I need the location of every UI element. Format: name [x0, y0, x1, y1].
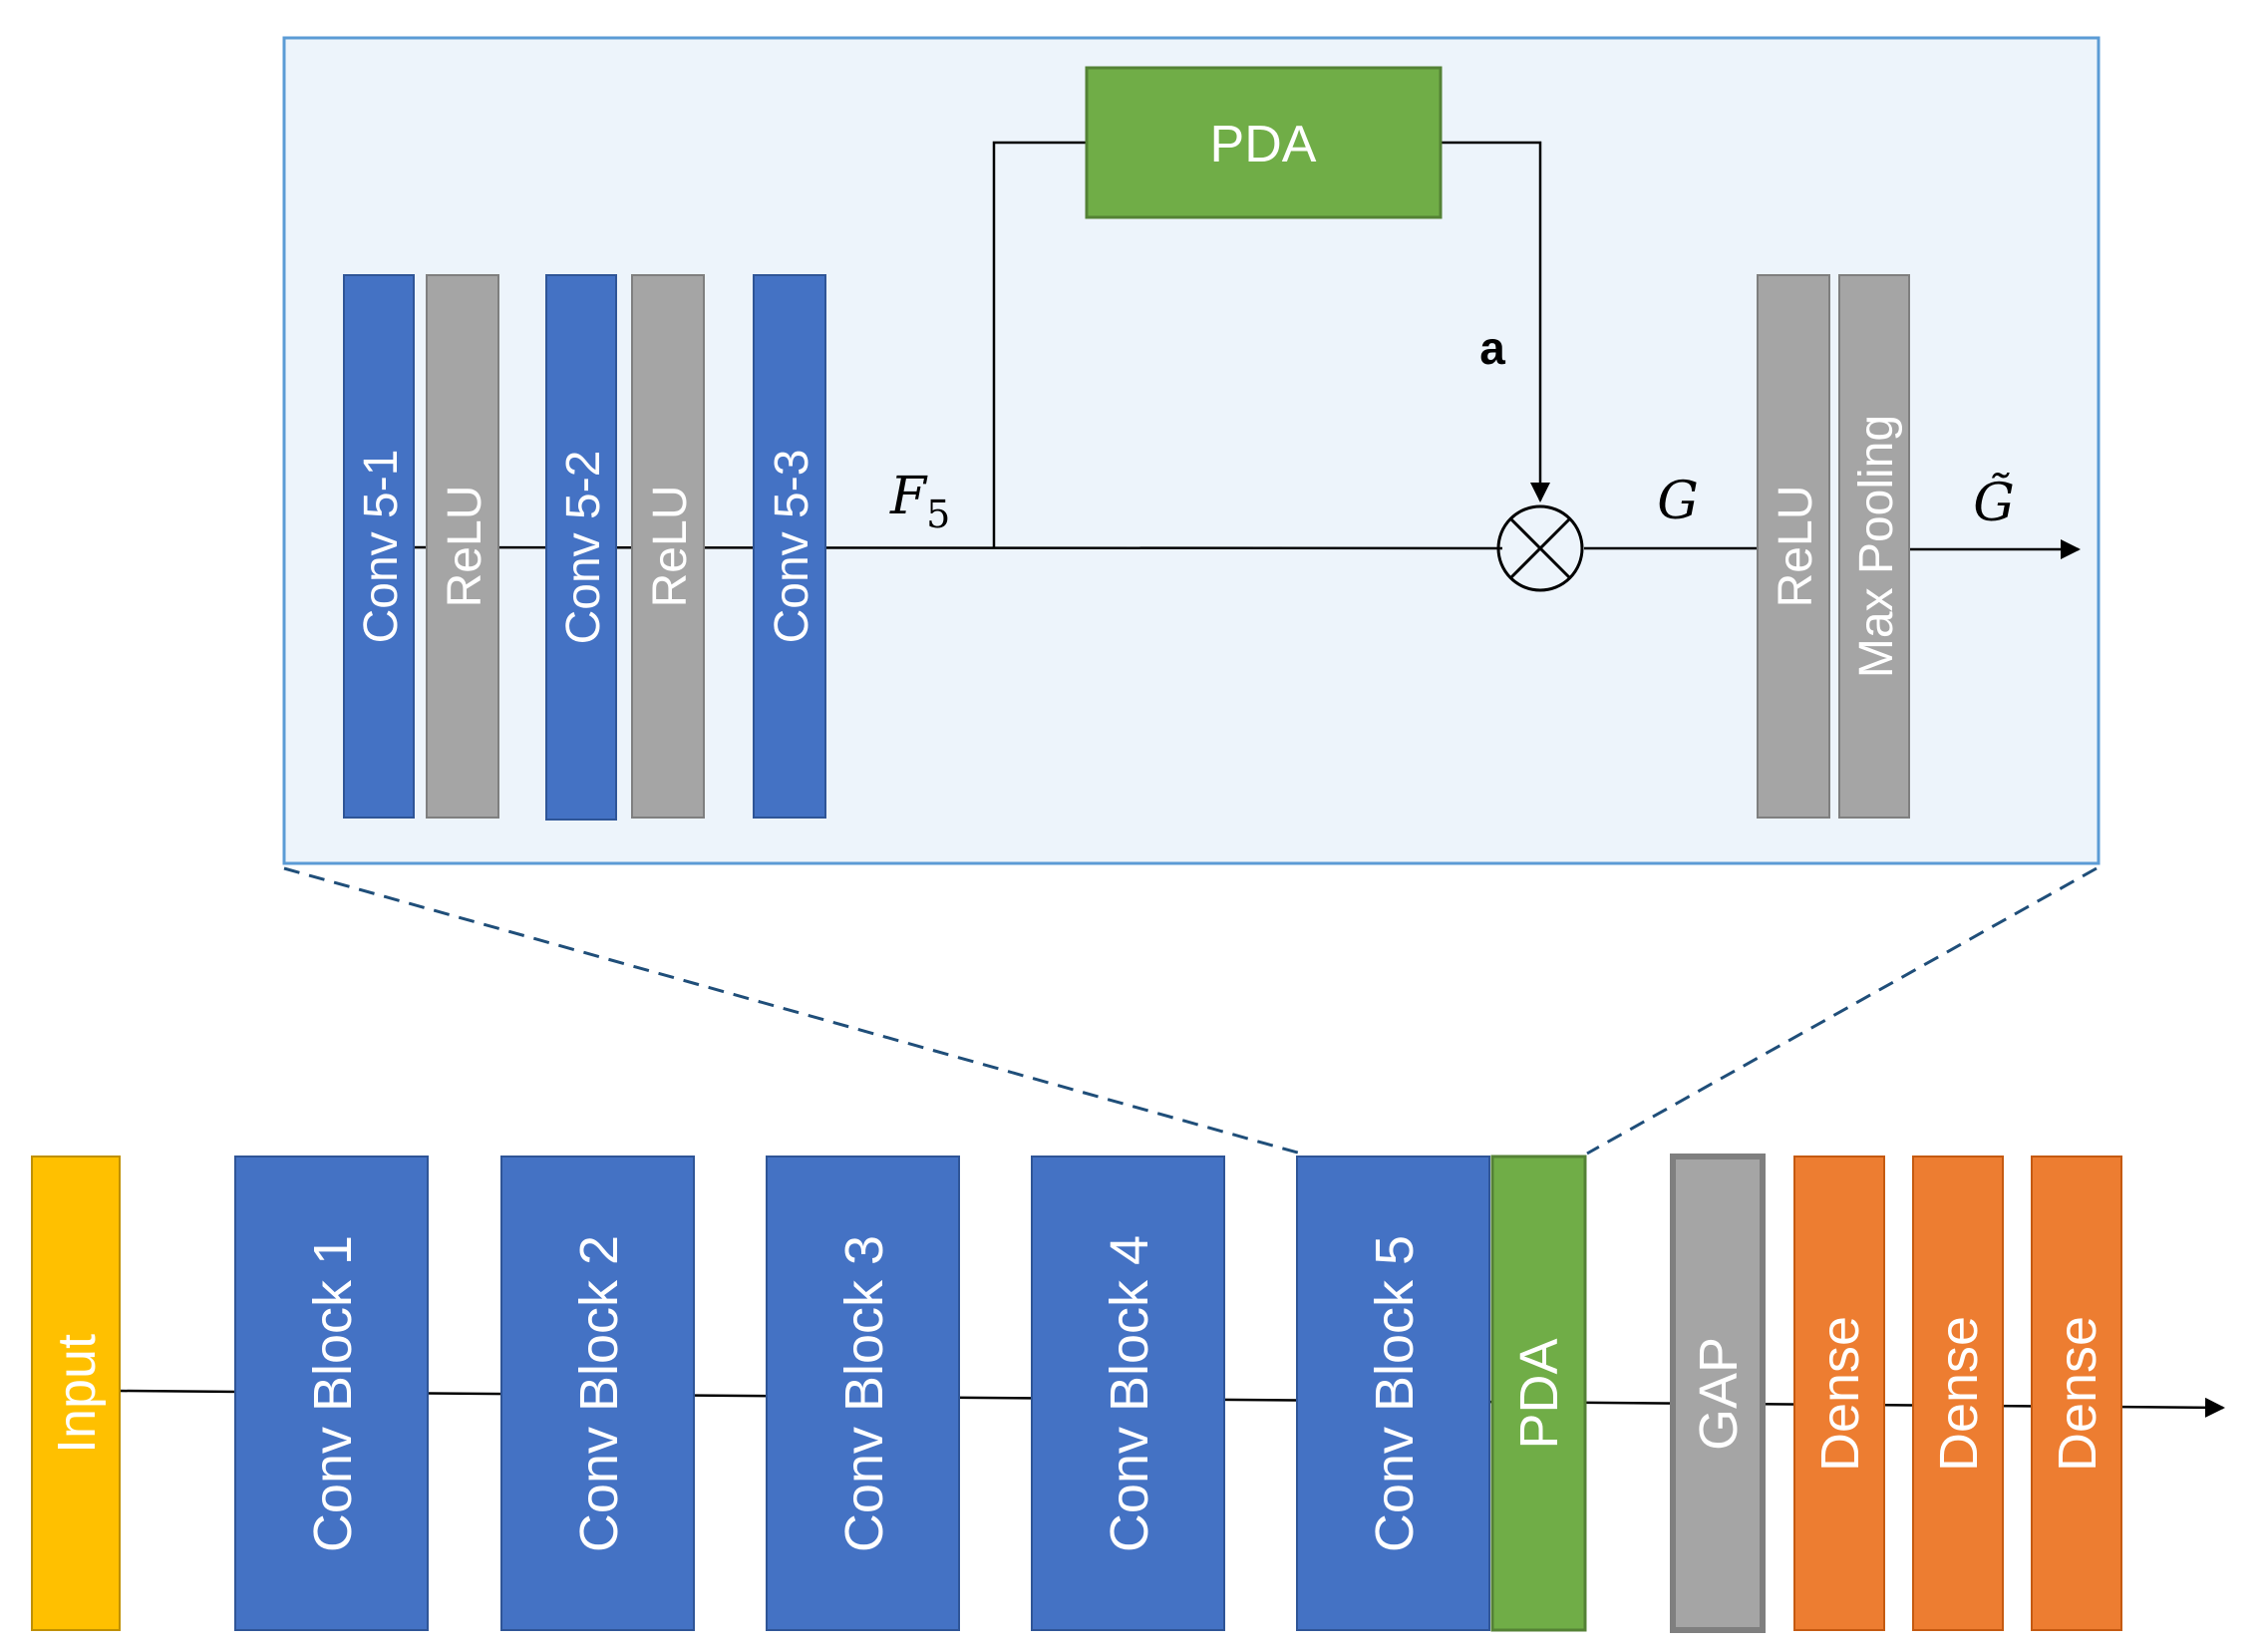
zoom-line-left: [283, 866, 1302, 1156]
inset-relu-post-label: ReLU: [1770, 486, 1822, 608]
zoom-line-right: [1586, 866, 2098, 1156]
inset-relu-2: ReLU: [631, 274, 705, 819]
pipeline-input-label: Input: [47, 1334, 107, 1454]
pipeline-conv-block-2: Conv Block 2: [500, 1156, 695, 1631]
inset-relu-post: ReLU: [1757, 274, 1830, 819]
pipeline-dense-2-label: Dense: [1929, 1316, 1989, 1472]
pipeline-conv-block-1-label: Conv Block 1: [303, 1235, 363, 1552]
f5-main: F: [889, 467, 928, 526]
pipeline-dense-3-label: Dense: [2048, 1316, 2107, 1472]
pipeline-conv-block-3-label: Conv Block 3: [834, 1235, 894, 1552]
inset-relu-1-label: ReLU: [439, 486, 491, 608]
inset-relu-2-label: ReLU: [644, 486, 697, 608]
pipeline-dense-1-label: Dense: [1810, 1316, 1870, 1472]
pipeline-gap: GAP: [1670, 1154, 1766, 1633]
pipeline-gap-label: GAP: [1689, 1337, 1749, 1451]
pipeline-conv-block-4: Conv Block 4: [1031, 1156, 1225, 1631]
pipeline-conv-block-2-label: Conv Block 2: [569, 1235, 629, 1552]
pipeline-conv-block-3: Conv Block 3: [766, 1156, 960, 1631]
g-symbol: G: [1657, 472, 1699, 531]
pipeline-pda: PDA: [1490, 1155, 1587, 1632]
pipeline-pda-label: PDA: [1509, 1338, 1569, 1449]
inset-conv-5-3: Conv 5-3: [753, 274, 826, 819]
pipeline-conv-block-5-label: Conv Block 5: [1365, 1235, 1425, 1552]
pipeline-conv-block-5: Conv Block 5: [1296, 1156, 1490, 1631]
inset-conv-5-2: Conv 5-2: [545, 274, 617, 821]
pipeline-dense-2: Dense: [1912, 1156, 2004, 1631]
f5-sub: 5: [926, 493, 950, 536]
a-symbol: a: [1479, 322, 1505, 374]
g-tilde-symbol: G̃: [1973, 473, 2015, 533]
pipeline-input: Input: [31, 1156, 121, 1631]
inset-pda-block: PDA: [1085, 66, 1443, 219]
pda-branch-in: [992, 141, 1087, 547]
multiply-icon: [1496, 504, 1584, 592]
pipeline-dense-3: Dense: [2031, 1156, 2122, 1631]
pda-branch-out: [1441, 141, 1550, 502]
inset-conv-5-2-label: Conv 5-2: [557, 451, 610, 645]
inset-conv-5-1-label: Conv 5-1: [355, 450, 408, 644]
inset-max-pooling: Max Pooling: [1838, 274, 1910, 819]
inset-relu-1: ReLU: [426, 274, 499, 819]
inset-pda-label: PDA: [1210, 116, 1317, 173]
inset-main-line: [343, 545, 1503, 550]
inset-conv-5-3-label: Conv 5-3: [766, 450, 818, 644]
f5-symbol: F5: [889, 467, 950, 536]
pipeline-conv-block-1: Conv Block 1: [234, 1156, 429, 1631]
pipeline-dense-1: Dense: [1793, 1156, 1885, 1631]
pipeline-conv-block-4-label: Conv Block 4: [1100, 1235, 1159, 1552]
inset-conv-5-1: Conv 5-1: [343, 274, 415, 819]
inset-max-pooling-label: Max Pooling: [1850, 415, 1903, 678]
